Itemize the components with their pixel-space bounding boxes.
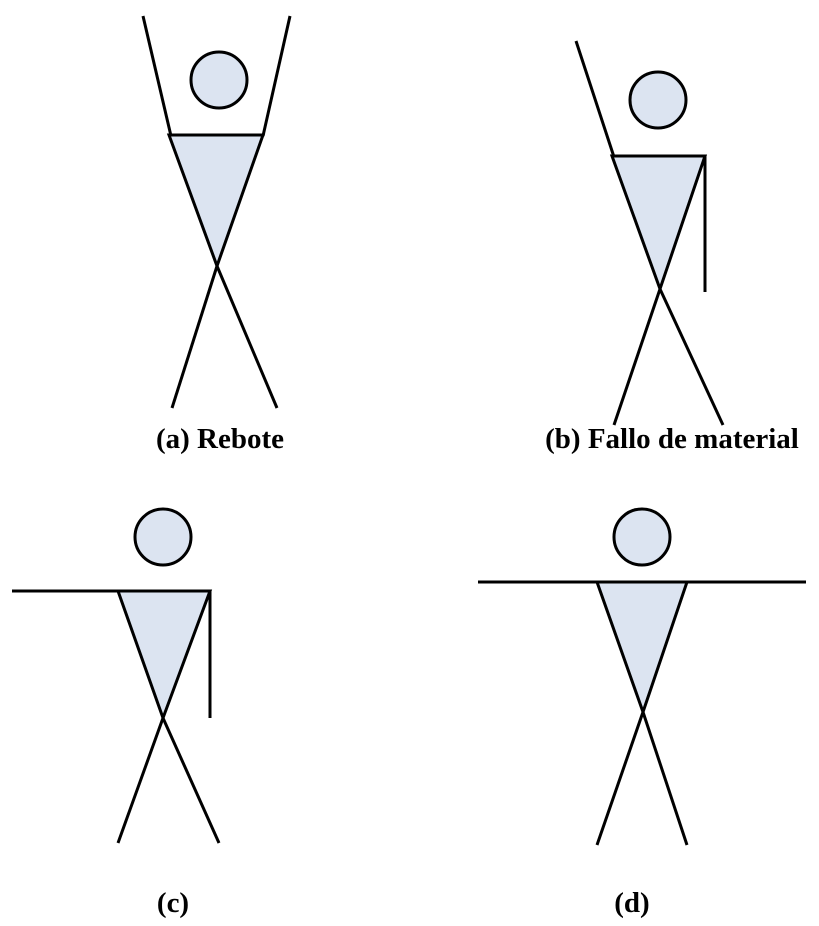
panel-a-head xyxy=(189,50,249,110)
panel-a-caption: (a) Rebote xyxy=(156,423,284,455)
panel-a-left-arm xyxy=(141,15,173,137)
panel-b-left-leg xyxy=(612,288,662,426)
panel-b-caption: (b) Fallo de material xyxy=(545,423,799,455)
panel-a-right-arm xyxy=(261,15,292,137)
panel-c-right-leg xyxy=(161,717,221,844)
panel-b-head xyxy=(628,70,688,130)
panel-a-figure: (a) Rebote xyxy=(141,15,292,455)
panel-d-left-leg xyxy=(595,711,645,846)
panel-b-figure: (b) Fallo de material xyxy=(545,40,799,455)
panel-b-torso xyxy=(609,154,708,294)
panel-d-torso xyxy=(594,580,690,717)
panel-a-right-leg xyxy=(215,265,279,409)
panel-b-right-leg xyxy=(658,288,725,426)
panel-c-head xyxy=(133,507,193,567)
panel-c-left-leg xyxy=(116,717,165,844)
panel-c-caption: (c) xyxy=(157,887,189,919)
panel-d-figure: (d) xyxy=(478,507,806,919)
panel-d-right-leg xyxy=(641,711,689,846)
panel-a-torso xyxy=(166,133,266,271)
panel-a-left-leg xyxy=(170,265,219,409)
panel-d-head xyxy=(612,507,672,567)
panel-b-left-arm xyxy=(574,40,616,158)
panel-c-torso xyxy=(115,589,213,723)
panel-c-figure: (c) xyxy=(12,507,221,919)
panel-d-caption: (d) xyxy=(614,887,649,919)
